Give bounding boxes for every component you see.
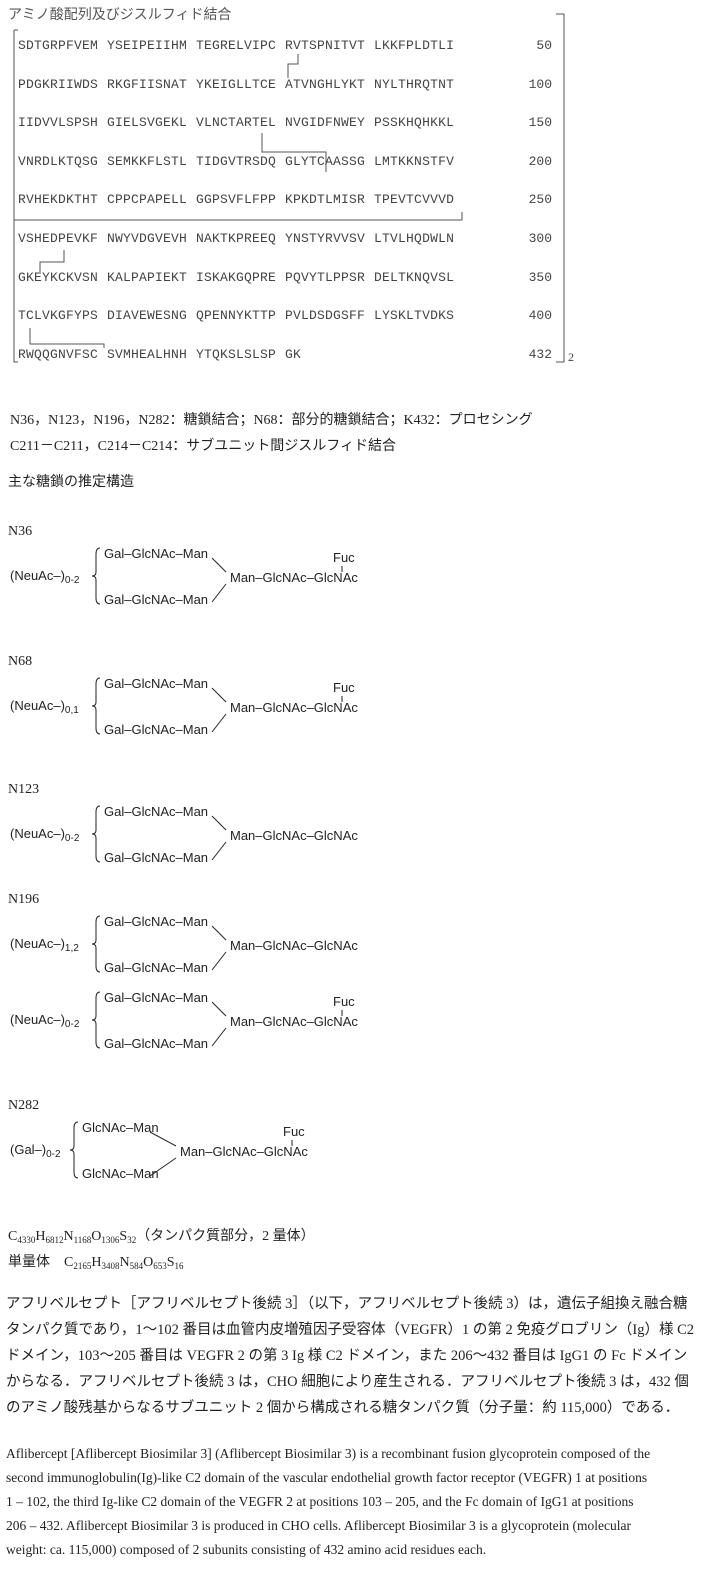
disulfide-c124-c185 [261,133,327,172]
glycan-upper-arm: Gal–GlcNAc–Man [104,676,209,691]
glycan-connector-lines [69,1121,293,1179]
glycan-site-label: N196 [8,892,40,907]
disulfide-note: C211－C211，C214－C214：サブユニット間ジスルフィド結合 [10,439,397,454]
glycan-connector-lines [91,915,227,973]
glycan-prefix-text: (Gal–) [10,1142,47,1157]
sequence-line: RWQQGNVFSC SVMHEALHNH YTQKSLSLSP GK [18,346,302,362]
glycan-upper-arm: Gal–GlcNAc–Man [104,804,209,819]
glycan-sialic-prefix: (NeuAc–)0-2 [10,1012,79,1030]
glycan-prefix-subscript: 1,2 [64,943,79,954]
sequence-position-number: 350 [528,269,552,285]
sequence-line: TCLVKGFYPS DIAVEWESNG QPENNYKTTP PVLDSDG… [18,308,455,324]
sequence-position-number: 300 [528,231,552,246]
outer-bracket-left [13,30,18,363]
disulfide-c306-link [39,250,65,272]
glycan-site-label: N123 [8,782,40,797]
glycan-lower-arm: Gal–GlcNAc–Man [104,850,209,865]
description-jp-line: からなる．アフリベルセプト後続 3 は，CHO 細胞により産生される．アフリベル… [6,1374,689,1390]
glycan-core: Man–GlcNAc–GlcNAc [230,1014,358,1029]
glycan-core: Man–GlcNAc–GlcNAc [230,700,358,715]
glycan-connector-lines [91,677,343,735]
sequence-line: GKEYKCKVSN KALPAPIEKT ISKAKGQPRE PQVYTLP… [18,269,455,285]
glycan-core: Man–GlcNAc–GlcNAc [180,1144,308,1159]
description-en-line: second immunoglobulin(Ig)-like C2 domain… [6,1470,648,1485]
description-jp-line: タンパク質であり，1～102 番目は血管内皮増殖因子受容体（VEGFR）1 の第… [6,1322,694,1338]
glycan-core: Man–GlcNAc–GlcNAc [230,938,358,953]
glycan-lower-arm: Gal–GlcNAc–Man [104,960,209,975]
glycan-site-label: N282 [8,1098,40,1113]
disulfide-bond-diagram [13,13,565,363]
glycan-heading: 主な糖鎖の推定構造 [8,475,134,490]
molecular-formula-monomer: 単量体 C2165H3408N584O653S16 [8,1255,184,1271]
glycan-sialic-prefix: (Gal–)0-2 [10,1142,61,1160]
sequence-line: SDTGRPFVEM YSEIPEIIHM TEGRELVIPC RVTSPNI… [18,38,455,53]
glycan-upper-arm: Gal–GlcNAc–Man [104,546,209,561]
glycan-prefix-text: (NeuAc–) [10,826,65,841]
description-en-line: 206 – 432. Aflibercept Biosimilar 3 is p… [6,1518,631,1533]
description-jp-line: ドメイン，103～205 番目は VEGFR 2 の第 3 Ig 様 C2 ドメ… [6,1348,688,1364]
glycan-prefix-subscript: 0-2 [64,575,80,586]
glycan-prefix-text: (NeuAc–) [10,1012,65,1027]
sequence-line: VNRDLKTQSG SEMKKFLSTL TIDGVTRSDQ GLYTCAA… [18,153,455,169]
glycan-upper-arm: GlcNAc–Man [82,1120,159,1135]
sequence-position-number: 432 [528,346,552,362]
glycan-connector-lines [91,991,343,1049]
molecular-formula-dimer: C4330H6812N1168O1306S32（タンパク質部分，2 量体） [8,1229,315,1245]
glycan-prefix-subscript: 0,1 [64,705,79,716]
glycan-lower-arm: Gal–GlcNAc–Man [104,1036,209,1051]
sequence-position-number: 100 [528,76,552,92]
glycan-fucose: Fuc [333,680,355,695]
dimer-subscript: 2 [568,350,574,364]
glycan-site-label: N68 [8,654,33,669]
glycan-sialic-prefix: (NeuAc–)0,1 [10,698,79,716]
sequence-position-number: 400 [528,308,552,324]
glycan-lower-arm: GlcNAc–Man [82,1166,159,1181]
glycan-connector-lines [91,805,227,863]
glycan-lower-arm: Gal–GlcNAc–Man [104,722,209,737]
disulfide-c246-c306 [13,212,463,238]
sequence-line: RVHEKDKTHT CPPCPAPELL GGPSVFLFPP KPKDTLM… [18,192,455,208]
glycan-core: Man–GlcNAc–GlcNAc [230,570,358,585]
glycan-prefix-subscript: 0-2 [64,1019,80,1030]
description-jp-line: のアミノ酸残基からなるサブユニット 2 個から構成される糖タンパク質（分子量：約… [6,1400,680,1416]
glycan-fucose: Fuc [333,994,355,1009]
outer-bracket-right [556,13,565,363]
glycan-fucose: Fuc [333,550,355,565]
glycan-prefix-text: (NeuAc–) [10,568,65,583]
glycan-prefix-text: (NeuAc–) [10,936,65,951]
glycan-site-label: N36 [8,524,33,539]
glycan-sialic-prefix: (NeuAc–)1,2 [10,936,79,954]
glycan-prefix-text: (NeuAc–) [10,698,65,713]
glycan-core: Man–GlcNAc–GlcNAc [230,828,358,843]
description-en-line: weight: ca. 115,000) composed of 2 subun… [6,1542,487,1557]
sequence-position-number: 50 [536,38,552,53]
description-en-line: Aflibercept [Aflibercept Biosimilar 3] (… [6,1446,651,1461]
sequence-line: IIDVVLSPSH GIELSVGEKL VLNCTARTEL NVGIDFN… [18,115,455,131]
glycan-fucose: Fuc [283,1124,305,1139]
glycan-prefix-subscript: 0-2 [46,1149,61,1160]
glycan-upper-arm: Gal–GlcNAc–Man [104,990,209,1005]
sequence-title: アミノ酸配列及びジスルフィド結合 [8,8,232,23]
glycan-lower-arm: Gal–GlcNAc–Man [104,592,209,607]
glycan-sialic-prefix: (NeuAc–)0-2 [10,568,79,586]
sequence-line: PDGKRIIWDS RKGFIISNAT YKEIGLLTCE ATVNGHL… [18,76,455,92]
glycosylation-note: N36，N123，N196，N282：糖鎖結合；N68：部分的糖鎖結合；K432… [10,413,533,428]
disulfide-c30-c79 [287,54,299,78]
description-en-line: 1 – 102, the third Ig-like C2 domain of … [6,1494,634,1509]
glycan-upper-arm: Gal–GlcNAc–Man [104,914,209,929]
glycan-sialic-prefix: (NeuAc–)0-2 [10,826,79,844]
sequence-position-number: 200 [528,153,552,169]
sequence-position-number: 250 [528,192,552,208]
glycan-prefix-subscript: 0-2 [64,833,80,844]
glycan-connector-lines [91,547,343,605]
description-jp-line: アフリベルセプト［アフリベルセプト後続 3］（以下，アフリベルセプト後続 3）は… [6,1296,688,1312]
sequence-position-number: 150 [528,115,552,131]
sequence-line: VSHEDPEVKF NWYVDGVEVH NAKTKPREEQ YNSTYRV… [18,231,455,246]
disulfide-c352-c410 [29,328,105,348]
